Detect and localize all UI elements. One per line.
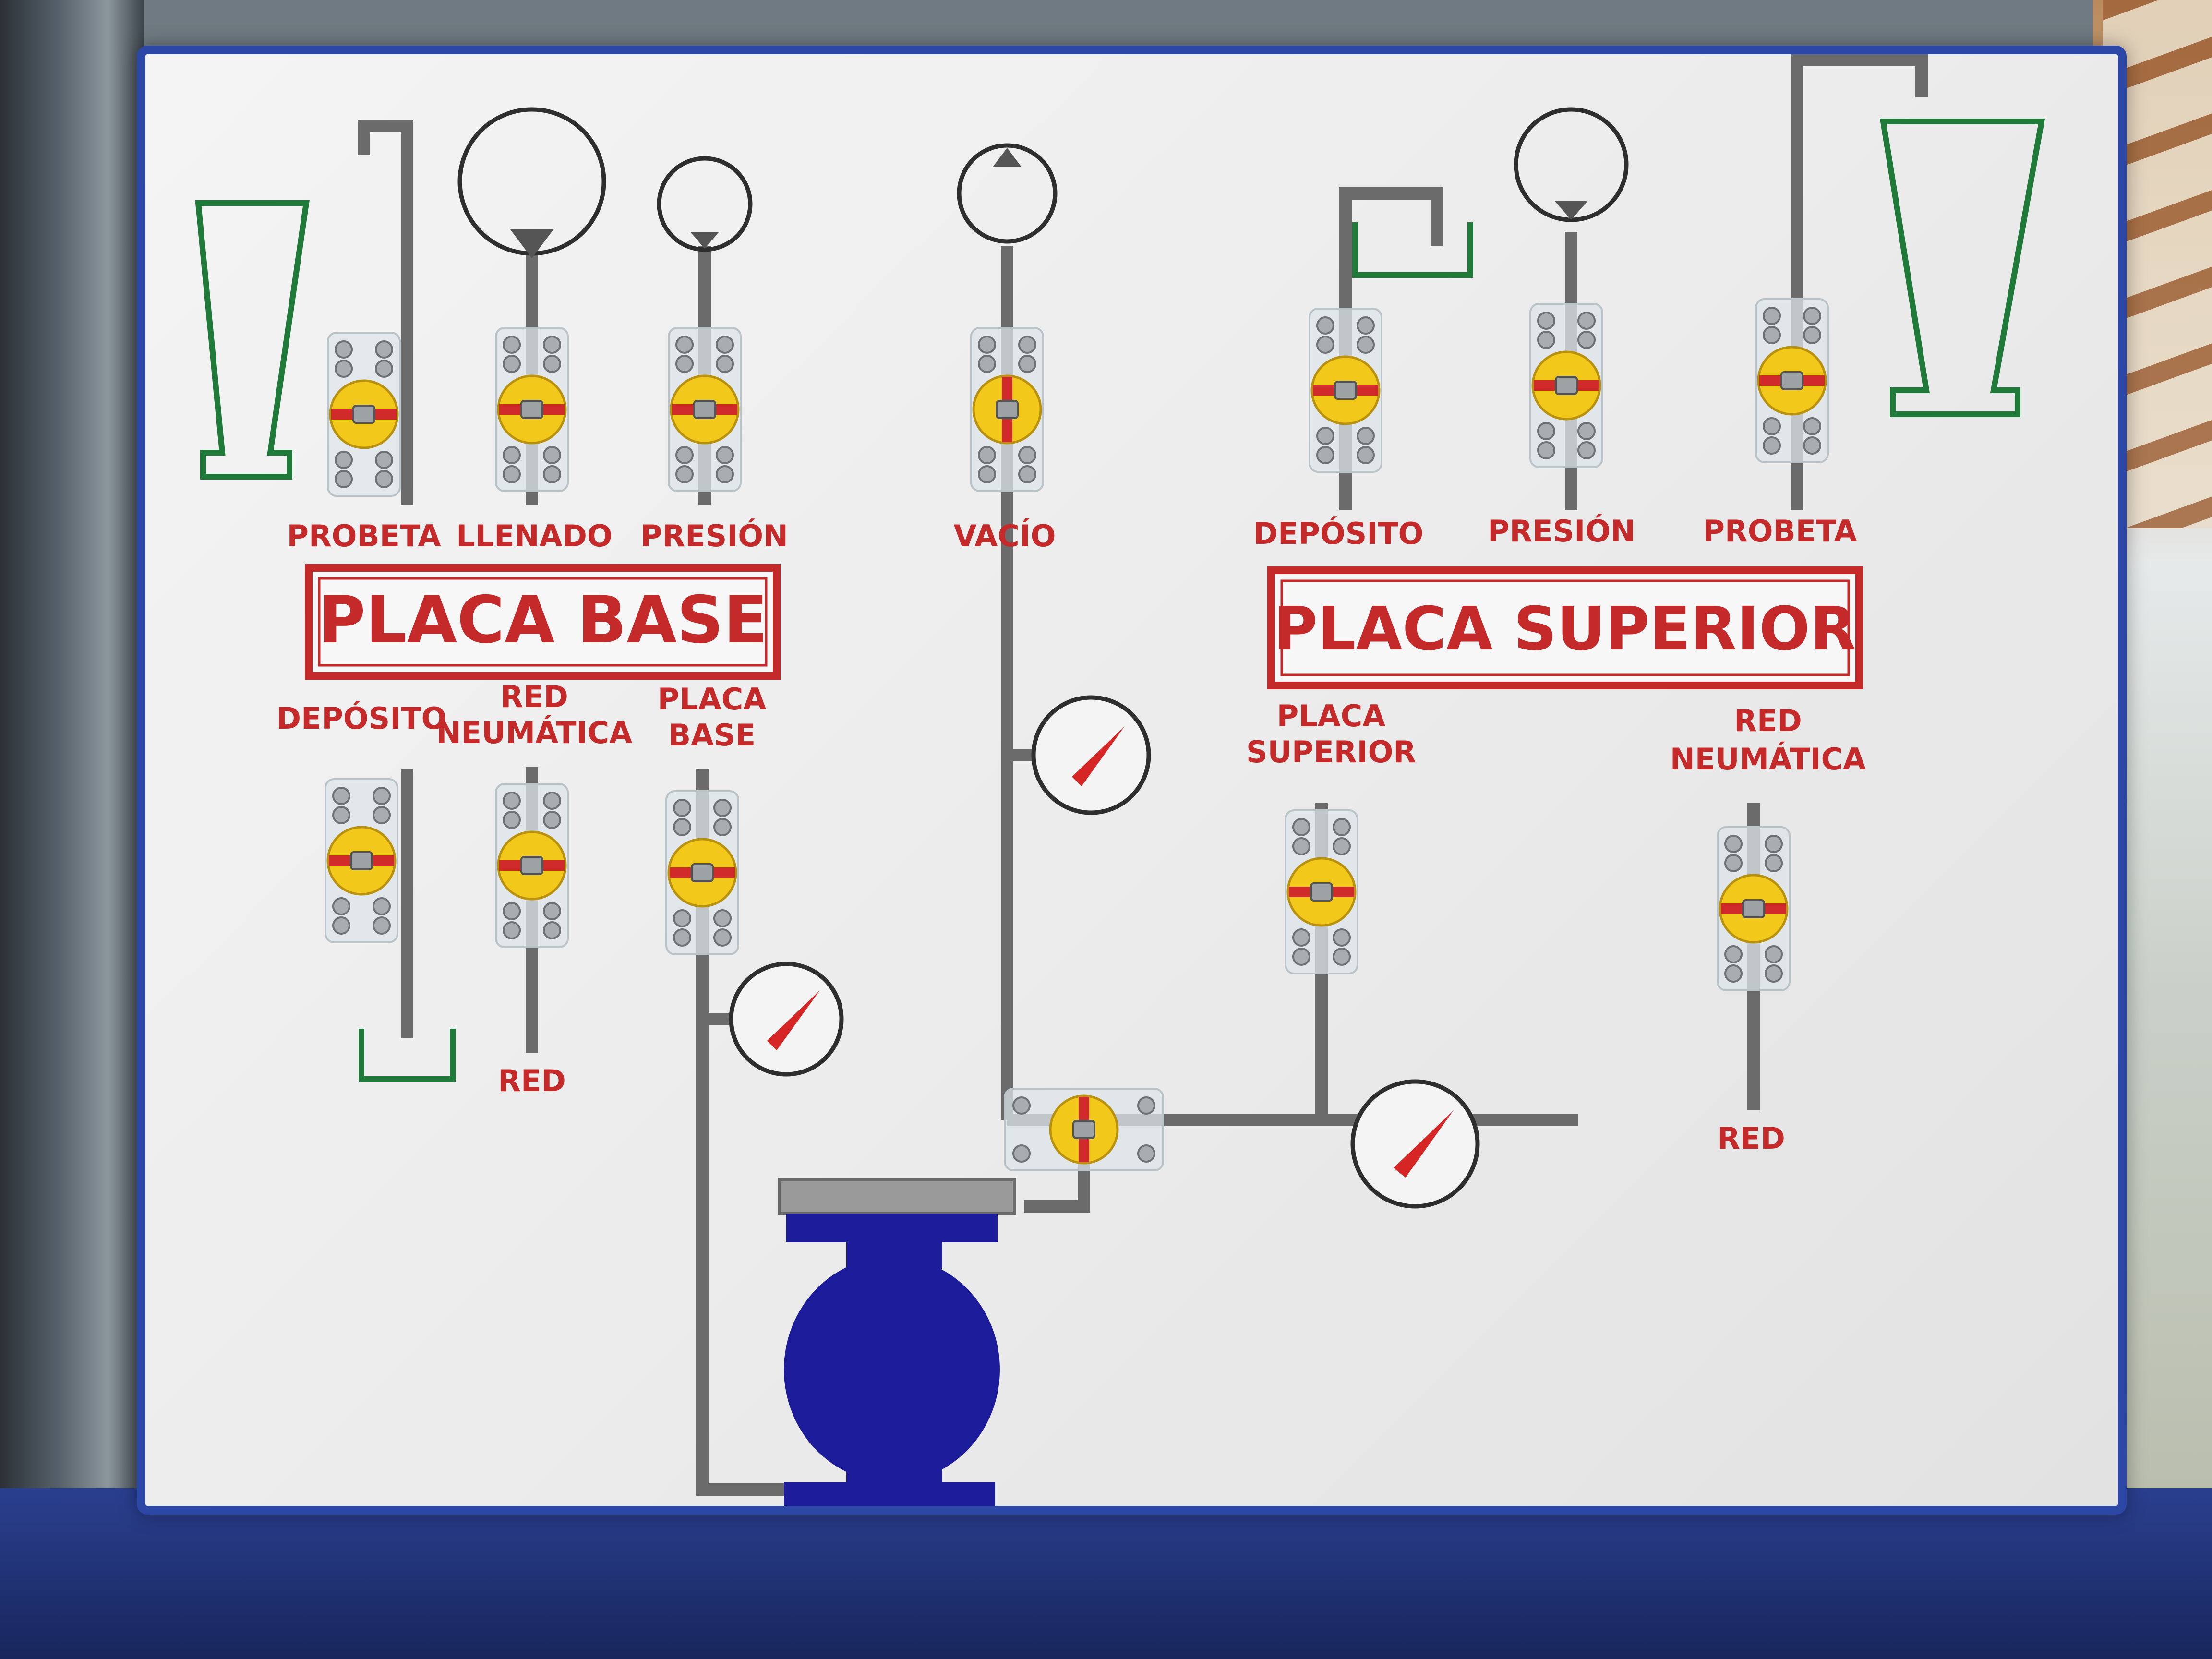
pipe-probeta-sup bbox=[1791, 54, 1928, 510]
valve-probeta-superior[interactable] bbox=[1755, 298, 1829, 463]
label-red-superior: RED bbox=[1717, 1121, 1785, 1156]
label-deposito-superior: DEPÓSITO bbox=[1253, 516, 1424, 551]
valve-pump-manifold[interactable] bbox=[1004, 1088, 1164, 1171]
label-llenado: LLENADO bbox=[456, 518, 612, 553]
compressor-presion-base bbox=[657, 156, 753, 252]
valve-presion-base[interactable] bbox=[668, 327, 742, 492]
valve-presion-superior[interactable] bbox=[1529, 303, 1603, 468]
label-placa-base-line2: BASE bbox=[668, 718, 756, 753]
label-presion-superior: PRESIÓN bbox=[1488, 514, 1635, 549]
valve-probeta-base[interactable] bbox=[327, 332, 401, 497]
placa-base-title-box: PLACA BASE bbox=[305, 564, 781, 680]
background-machinery-left bbox=[0, 0, 144, 1659]
compressor-presion-superior bbox=[1514, 107, 1629, 222]
label-placa-base-line1: PLACA bbox=[658, 682, 766, 717]
control-panel-board: PROBETA LLENADO PRESIÓN PLACA BASE DEPÓS… bbox=[137, 46, 2127, 1515]
main-pump-symbol bbox=[778, 1178, 1016, 1506]
label-placa-superior-line1: PLACA bbox=[1277, 698, 1385, 733]
gauge-icon bbox=[729, 962, 844, 1077]
label-presion-base: PRESIÓN bbox=[640, 518, 788, 553]
vacuum-pump-symbol bbox=[957, 143, 1058, 244]
label-red-base: RED bbox=[498, 1063, 566, 1098]
valve-vacio[interactable] bbox=[970, 327, 1044, 492]
valve-placa-superior[interactable] bbox=[1285, 809, 1358, 974]
valve-llenado[interactable] bbox=[495, 327, 569, 492]
probeta-tank-left bbox=[195, 200, 310, 480]
valve-deposito-base[interactable] bbox=[325, 778, 398, 943]
valve-deposito-superior[interactable] bbox=[1309, 308, 1382, 473]
placa-base-title: PLACA BASE bbox=[318, 582, 768, 658]
probeta-tank-right bbox=[1879, 119, 2045, 417]
label-red-neumatica-base-line1: RED bbox=[500, 679, 568, 714]
deposito-tank-base bbox=[359, 1029, 456, 1082]
valve-red-neumatica-base[interactable] bbox=[495, 783, 569, 948]
valves bbox=[325, 298, 1829, 1171]
label-red-neumatica-superior-line1: RED bbox=[1734, 703, 1802, 738]
label-red-neumatica-base-line2: NEUMÁTICA bbox=[436, 715, 632, 750]
valve-red-neumatica-superior[interactable] bbox=[1717, 826, 1791, 991]
gauge-icon bbox=[1350, 1079, 1480, 1209]
label-probeta-base: PROBETA bbox=[287, 518, 441, 553]
label-vacio: VACÍO bbox=[953, 518, 1056, 553]
label-red-neumatica-superior-line2: NEUMÁTICA bbox=[1670, 742, 1866, 777]
valve-placa-base[interactable] bbox=[665, 790, 739, 955]
placa-superior-title-box: PLACA SUPERIOR bbox=[1267, 566, 1863, 689]
background-blue-base bbox=[0, 1488, 2212, 1659]
gauge-icon bbox=[1031, 695, 1151, 815]
pipe-probeta-base bbox=[358, 120, 413, 505]
placa-superior-title: PLACA SUPERIOR bbox=[1274, 594, 1856, 664]
deposito-tank-superior bbox=[1352, 222, 1473, 278]
compressor-llenado bbox=[457, 107, 606, 258]
label-placa-superior-line2: SUPERIOR bbox=[1246, 734, 1416, 769]
pipe-placa-base bbox=[696, 769, 784, 1496]
pneumatic-schematic: PROBETA LLENADO PRESIÓN PLACA BASE DEPÓS… bbox=[195, 54, 2045, 1506]
label-deposito-base: DEPÓSITO bbox=[276, 701, 447, 736]
label-probeta-superior: PROBETA bbox=[1703, 514, 1857, 549]
